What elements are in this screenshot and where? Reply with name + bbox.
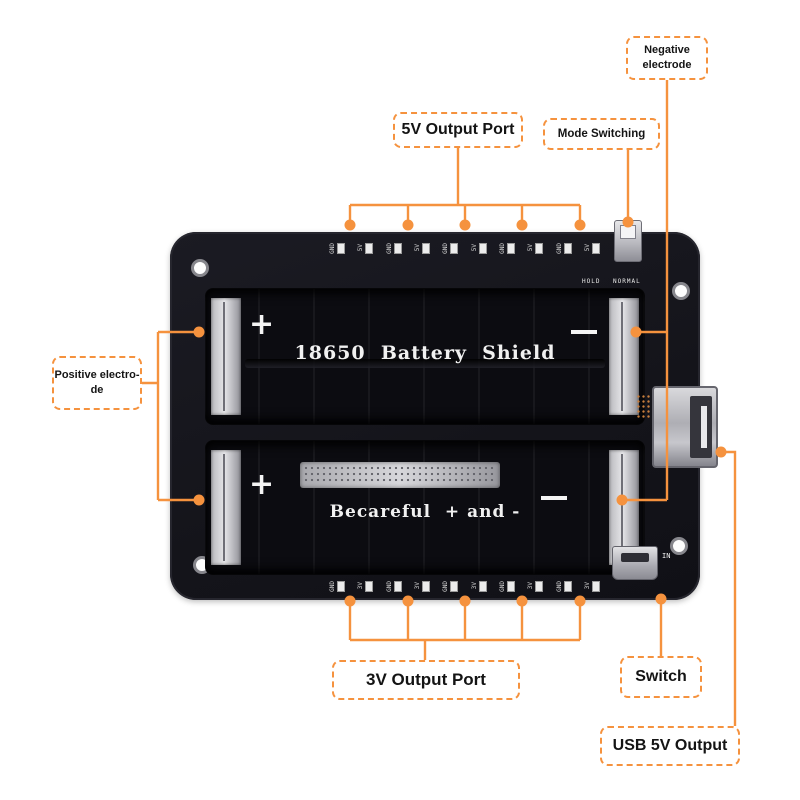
mode-switch[interactable] <box>614 220 642 262</box>
mounting-hole-bottom-right <box>670 537 688 555</box>
bottom-pin-header: GND 3V GND 3V GND 3V GND 3V <box>329 574 600 598</box>
mode-switch-labels: HOLD NORMAL <box>582 278 641 285</box>
pin-pad <box>478 242 487 254</box>
minus-icon <box>571 330 597 334</box>
pin-label: 3V <box>357 582 365 590</box>
pin-label: GND <box>555 242 563 254</box>
callout-label: Mode Switching <box>557 128 646 140</box>
pin-3v-gnd: GND <box>498 580 515 592</box>
pin-pad <box>563 242 572 254</box>
pin-3v-gnd: 3V <box>413 580 430 592</box>
battery-rail <box>245 359 605 369</box>
pin-3v-gnd: GND <box>329 580 345 592</box>
callout-label-line1: Positive electro- <box>54 369 140 382</box>
usb-in-label: IN <box>662 552 671 560</box>
pin-label: 3V <box>583 582 591 590</box>
silkscreen-caution: Becareful + and - <box>329 502 521 522</box>
pin-5v-gnd: GND <box>442 242 459 254</box>
battery-bay-1: + 18650 Battery Shield <box>205 288 645 425</box>
pin-pad <box>535 242 544 254</box>
pin-label: GND <box>442 242 450 254</box>
callout-3v-output-port: 3V Output Port <box>332 660 520 700</box>
callout-negative-electrode: Negative electrode <box>626 36 708 80</box>
pin-label: GND <box>442 580 450 592</box>
pin-3v-gnd: 3V <box>357 580 374 592</box>
pin-label: GND <box>329 242 336 254</box>
pin-label: 5V <box>357 244 365 252</box>
pin-label: 3V <box>470 582 478 590</box>
callout-usb-5v-output: USB 5V Output <box>600 726 740 766</box>
pin-pad <box>478 580 487 592</box>
pin-5v-gnd: GND <box>555 242 572 254</box>
pin-pad <box>365 242 374 254</box>
pin-label: GND <box>385 580 393 592</box>
battery-bay-2: + Becareful + and - <box>205 440 645 575</box>
micro-usb-port[interactable] <box>612 546 658 580</box>
pin-pad <box>506 580 515 592</box>
pin-label: GND <box>498 580 506 592</box>
pin-3v-gnd: 3V <box>470 580 487 592</box>
plus-icon: + <box>249 467 275 502</box>
callout-mode-switching: Mode Switching <box>543 118 660 150</box>
pin-label: 5V <box>583 244 591 252</box>
pin-3v-gnd: GND <box>385 580 402 592</box>
top-pin-header: GND 5V GND 5V GND 5V GND 5V <box>329 236 600 260</box>
pin-pad <box>365 580 374 592</box>
usb-a-port[interactable] <box>652 386 718 468</box>
callout-switch: Switch <box>620 656 702 698</box>
mounting-hole-top-left <box>191 259 209 277</box>
callout-label: 5V Output Port <box>401 121 515 138</box>
pin-label: 5V <box>527 244 535 252</box>
callout-label: Switch <box>635 668 687 685</box>
callout-label-line1: Negative <box>644 44 690 57</box>
callout-label-line2: electrode <box>642 59 692 71</box>
pin-pad <box>421 242 430 254</box>
pin-label: GND <box>498 242 506 254</box>
battery-contact-positive <box>211 450 241 565</box>
pin-label: 5V <box>470 244 478 252</box>
pin-5v-gnd: 5V <box>470 242 487 254</box>
pin-pad <box>337 242 345 254</box>
pin-pad <box>393 580 402 592</box>
pin-5v-gnd: 5V <box>357 242 374 254</box>
pin-5v-gnd: 5V <box>527 242 544 254</box>
callout-label: USB 5V Output <box>612 737 728 754</box>
callout-5v-output-port: 5V Output Port <box>393 112 523 148</box>
pin-5v-gnd: 5V <box>413 242 430 254</box>
mounting-hole-top-right <box>672 282 690 300</box>
battery-contact-positive <box>211 298 241 415</box>
pin-label: 5V <box>413 244 421 252</box>
pin-pad <box>591 242 600 254</box>
pin-3v-gnd: 3V <box>583 580 600 592</box>
pin-pad <box>563 580 572 592</box>
pin-label: GND <box>555 580 563 592</box>
pin-pad <box>393 242 402 254</box>
pin-label: 3V <box>527 582 535 590</box>
pin-5v-gnd: 5V <box>583 242 600 254</box>
pin-label: GND <box>385 242 393 254</box>
silkscreen-title: 18650 Battery Shield <box>294 342 556 364</box>
callout-label-line2: de <box>90 384 104 396</box>
pin-3v-gnd: GND <box>442 580 459 592</box>
pcb-board: GND 5V GND 5V GND 5V GND 5V <box>170 220 718 600</box>
pin-3v-gnd: GND <box>555 580 572 592</box>
pin-pad <box>337 580 345 592</box>
pin-5v-gnd: GND <box>498 242 515 254</box>
plus-icon: + <box>249 307 275 342</box>
minus-icon <box>541 496 567 500</box>
pin-pad <box>421 580 430 592</box>
pin-label: 3V <box>413 582 421 590</box>
pin-5v-gnd: GND <box>385 242 402 254</box>
pin-pad <box>535 580 544 592</box>
spring-contact-plate <box>300 462 500 488</box>
pin-label: GND <box>329 580 336 592</box>
pin-pad <box>506 242 515 254</box>
pin-pad <box>591 580 600 592</box>
callout-label: 3V Output Port <box>366 670 486 689</box>
pin-3v-gnd: 3V <box>527 580 544 592</box>
pin-5v-gnd: GND <box>329 242 345 254</box>
pin-pad <box>450 242 459 254</box>
pin-pad <box>450 580 459 592</box>
callout-positive-electrode: Positive electro- de <box>52 356 142 410</box>
